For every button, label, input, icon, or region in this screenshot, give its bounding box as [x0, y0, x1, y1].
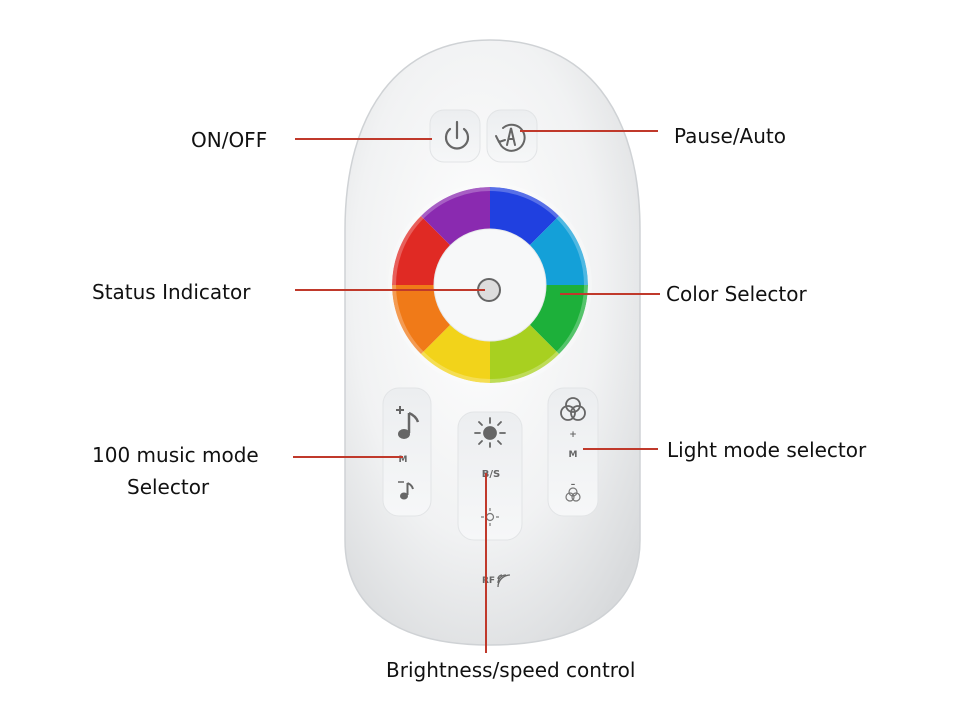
brightness-speed-label: Brightness/speed control [386, 660, 635, 680]
status-indicator-leader [295, 289, 485, 291]
pause-auto-leader [520, 130, 658, 132]
status-indicator-label: Status Indicator [92, 282, 250, 302]
power-button-pad [430, 110, 480, 162]
color-selector-leader [560, 293, 660, 295]
on-off-label: ON/OFF [191, 130, 267, 150]
on-off-leader [295, 138, 432, 140]
brightness-leader [485, 473, 487, 653]
music-mode-label-line1: 100 music mode [92, 445, 259, 465]
color-selector-label: Color Selector [666, 284, 807, 304]
rf-label: RF [482, 576, 495, 586]
light-mode-leader [583, 448, 658, 450]
pause-auto-label: Pause/Auto [674, 126, 786, 146]
light-plus-label: + [569, 430, 577, 440]
brightness-up-icon [475, 418, 505, 447]
music-mode-leader [293, 456, 403, 458]
light-m-label: M [569, 450, 578, 460]
music-mode-label-line2: Selector [127, 477, 209, 497]
light-mode-selector-label: Light mode selector [667, 440, 866, 460]
